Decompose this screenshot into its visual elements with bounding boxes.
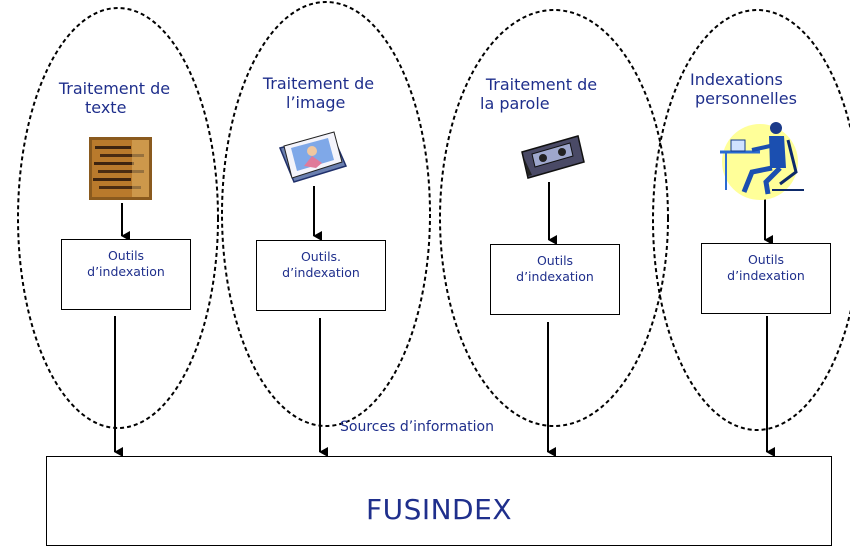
column-title-line2: personnelles bbox=[695, 89, 797, 108]
photo-image-icon bbox=[278, 131, 348, 183]
column-title-line1: Traitement de bbox=[58, 79, 171, 98]
indexation-tools-box-personnelles: Outils d’indexation bbox=[701, 243, 831, 314]
column-title-texte: Traitement de texte bbox=[52, 79, 177, 117]
indexation-tools-label: Outils d’indexation bbox=[727, 252, 805, 283]
ellipse-texte bbox=[17, 7, 219, 429]
column-title-parole: Traitement de la parole bbox=[479, 75, 604, 113]
ellipse-parole bbox=[439, 9, 669, 427]
indexation-tools-label: Outils d’indexation bbox=[87, 248, 165, 279]
sources-information-label: Sources d’information bbox=[340, 419, 494, 435]
text-document-icon bbox=[89, 137, 152, 200]
column-title-line2: l’image bbox=[286, 93, 346, 112]
column-title-line1: Traitement de bbox=[262, 74, 375, 93]
fusindex-box: FUSINDEX bbox=[46, 456, 832, 546]
diagram: Traitement de texte Traitement de l’imag… bbox=[17, 1, 850, 546]
indexation-tools-box-parole: Outils d’indexation bbox=[490, 244, 620, 315]
ellipse-image bbox=[221, 1, 431, 427]
column-title-image: Traitement de l’image bbox=[256, 74, 381, 112]
ellipse-personnelles bbox=[652, 9, 850, 431]
indexation-tools-label: Outils. d’indexation bbox=[282, 249, 360, 280]
column-title-line1: Indexations bbox=[690, 70, 783, 89]
indexation-tools-label: Outils d’indexation bbox=[516, 253, 594, 284]
diagram-canvas bbox=[17, 1, 850, 457]
column-title-line1: Traitement de bbox=[485, 75, 598, 94]
column-title-personnelles: Indexations personnelles bbox=[690, 70, 815, 108]
column-title-line2: texte bbox=[85, 98, 127, 117]
fusindex-label: FUSINDEX bbox=[365, 493, 512, 526]
person-at-desk-icon bbox=[720, 122, 804, 200]
audio-cassette-icon bbox=[521, 135, 585, 179]
column-title-line2: la parole bbox=[480, 94, 550, 113]
indexation-tools-box-texte: Outils d’indexation bbox=[61, 239, 191, 310]
indexation-tools-box-image: Outils. d’indexation bbox=[256, 240, 386, 311]
